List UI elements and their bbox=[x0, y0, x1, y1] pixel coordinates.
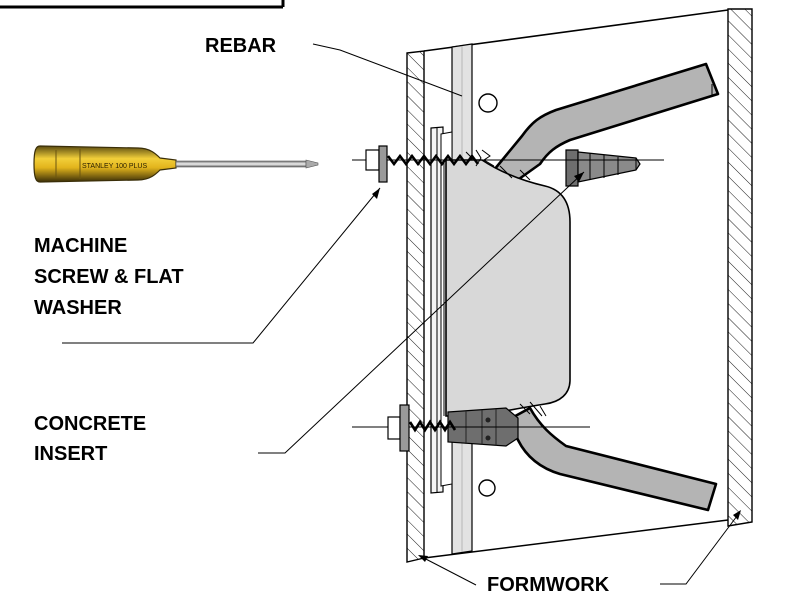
insert-leader bbox=[258, 171, 585, 454]
bottom-edge bbox=[423, 519, 729, 559]
insert-leader-arrow bbox=[574, 172, 584, 182]
upper-anchor-arm bbox=[492, 62, 720, 186]
label-concrete-insert-line2: INSERT bbox=[34, 443, 107, 465]
label-concrete-insert-line1: CONCRETE bbox=[34, 413, 146, 435]
label-rebar: REBAR bbox=[205, 35, 277, 57]
tie-wire-upper bbox=[481, 149, 531, 181]
tie-wire-lower bbox=[519, 401, 547, 417]
junction-box bbox=[445, 159, 571, 417]
rebar-hole-bottom bbox=[478, 479, 496, 497]
screw-leader bbox=[62, 187, 381, 344]
rebar-hole-top bbox=[478, 93, 498, 113]
screwdriver-icon: STANLEY 100 PLUS bbox=[33, 145, 319, 183]
label-machine-screw-line2: SCREW & FLAT bbox=[34, 266, 184, 288]
lower-machine-screw bbox=[387, 404, 457, 452]
screwdriver-brand: STANLEY 100 PLUS bbox=[82, 163, 147, 170]
formwork-leader-right bbox=[660, 511, 741, 585]
left-formwork-board bbox=[406, 50, 425, 563]
lower-anchor-arm bbox=[506, 406, 718, 512]
label-formwork: FORMWORK bbox=[487, 574, 610, 596]
label-machine-screw-line3: WASHER bbox=[34, 297, 122, 319]
formwork-leader-right-arrow bbox=[733, 510, 741, 520]
right-formwork-board bbox=[727, 8, 753, 527]
upper-machine-screw bbox=[365, 145, 482, 183]
rebar-leader bbox=[312, 43, 463, 97]
formwork-leader-left-arrow bbox=[418, 555, 428, 562]
top-edge bbox=[423, 9, 729, 52]
label-machine-screw-line1: MACHINE bbox=[34, 235, 127, 257]
screw-leader-arrow bbox=[372, 188, 380, 199]
formwork-leader-left bbox=[419, 555, 477, 586]
